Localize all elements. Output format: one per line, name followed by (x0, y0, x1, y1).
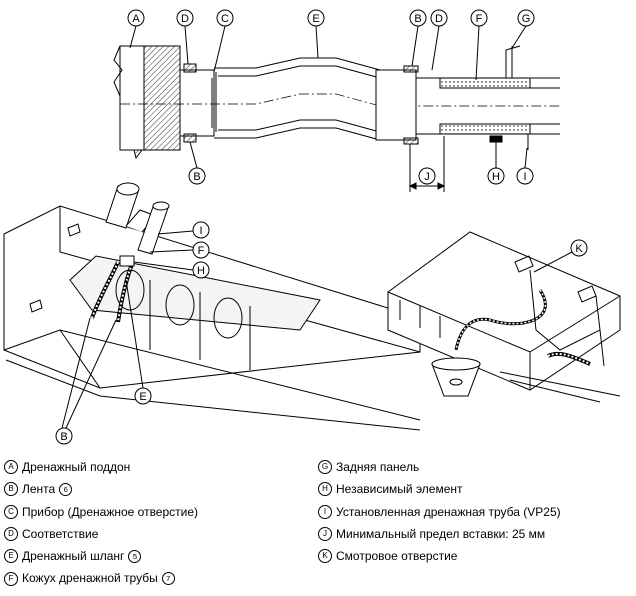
svg-text:I: I (199, 225, 202, 237)
unit-perspective-left (3, 182, 421, 431)
callout-G: G (511, 9, 535, 49)
legend-key: E (4, 549, 18, 564)
callout-E-left: E (125, 279, 152, 405)
unit-perspective-right (387, 231, 621, 403)
callout-A: A (127, 9, 145, 49)
legend-item-F: F Кожух дренажной трубы 7 (4, 567, 312, 589)
legend-text: Дренажный шланг (22, 549, 125, 564)
legend-item-B: B Лента 6 (4, 478, 312, 500)
svg-text:K: K (575, 243, 583, 255)
legend-key: D (4, 527, 18, 542)
legend-key: F (4, 571, 18, 586)
legend-text: Задняя панель (336, 460, 420, 474)
callout-D-left: D (176, 9, 194, 65)
legend-key: C (4, 504, 18, 519)
svg-text:H: H (492, 171, 500, 183)
svg-text:F: F (198, 245, 205, 257)
callout-B-bottom: B (188, 141, 206, 185)
svg-text:C: C (221, 13, 229, 25)
svg-text:B: B (193, 171, 200, 183)
callout-F-top: F (470, 9, 488, 81)
legend-item-H: H Независимый элемент (318, 478, 634, 500)
legend-text: Соответствие (22, 526, 99, 541)
legend-item-C: C Прибор (Дренажное отверстие) (4, 501, 312, 523)
svg-text:D: D (181, 13, 189, 25)
svg-text:I: I (523, 171, 526, 183)
callout-H-top: H (487, 142, 505, 185)
svg-text:H: H (197, 265, 205, 277)
legend-item-E: E Дренажный шланг 5 (4, 545, 312, 567)
legend-key: G (318, 460, 332, 475)
legend-key: I (318, 504, 332, 519)
legend-item-I: I Установленная дренажная труба (VP25) (318, 501, 634, 523)
legend-text: Кожух дренажной трубы (22, 571, 158, 586)
callout-I-left: I (157, 221, 210, 239)
legend-key: H (318, 482, 332, 497)
legend-right: G Задняя панель H Независимый элемент I … (318, 456, 634, 567)
pipe-cross-section (113, 45, 560, 192)
drain-installation-diagram: A D C E B D F G B J (3, 9, 621, 445)
legend-text: Смотровое отверстие (336, 549, 458, 564)
callout-B-left: B (55, 317, 117, 445)
svg-text:G: G (522, 13, 531, 25)
legend-left: A Дренажный поддон B Лента 6 C Прибор (Д… (4, 456, 312, 590)
part-number: 5 (128, 549, 142, 563)
callout-B-top: B (409, 9, 427, 67)
svg-text:A: A (132, 13, 140, 25)
legend-key: B (4, 482, 18, 497)
svg-text:J: J (424, 171, 430, 183)
legend-item-J: J Минимальный предел вставки: 25 мм (318, 523, 634, 545)
callout-H-left: H (133, 261, 210, 279)
legend-item-A: A Дренажный поддон (4, 456, 312, 478)
svg-text:B: B (414, 13, 421, 25)
legend-key: K (318, 549, 332, 564)
svg-text:B: B (60, 431, 67, 443)
legend-text: Установленная дренажная труба (VP25) (336, 504, 561, 519)
svg-text:D: D (435, 13, 443, 25)
svg-text:E: E (139, 391, 146, 403)
legend-text: Прибор (Дренажное отверстие) (22, 504, 199, 519)
legend-item-K: K Смотровое отверстие (318, 545, 634, 567)
part-number: 7 (161, 572, 175, 586)
callout-E-top: E (307, 9, 325, 59)
legend-item-G: G Задняя панель (318, 456, 634, 478)
legend-key: J (318, 527, 332, 542)
svg-text:E: E (312, 13, 319, 25)
legend-text: Лента (22, 482, 56, 497)
legend-item-D: D Соответствие (4, 523, 312, 545)
callout-F-left: F (149, 241, 210, 259)
legend-text: Дренажный поддон (22, 460, 131, 474)
legend-key: A (4, 460, 18, 475)
svg-text:F: F (476, 13, 483, 25)
callout-K: K (533, 239, 588, 273)
callout-J: J (418, 167, 436, 185)
legend-text: Минимальный предел вставки: 25 мм (336, 526, 546, 541)
legend-text: Независимый элемент (336, 482, 463, 497)
callout-D-right: D (430, 9, 448, 71)
callout-I-top: I (516, 147, 534, 185)
part-number: 6 (59, 482, 73, 496)
callout-C: C (213, 9, 234, 73)
